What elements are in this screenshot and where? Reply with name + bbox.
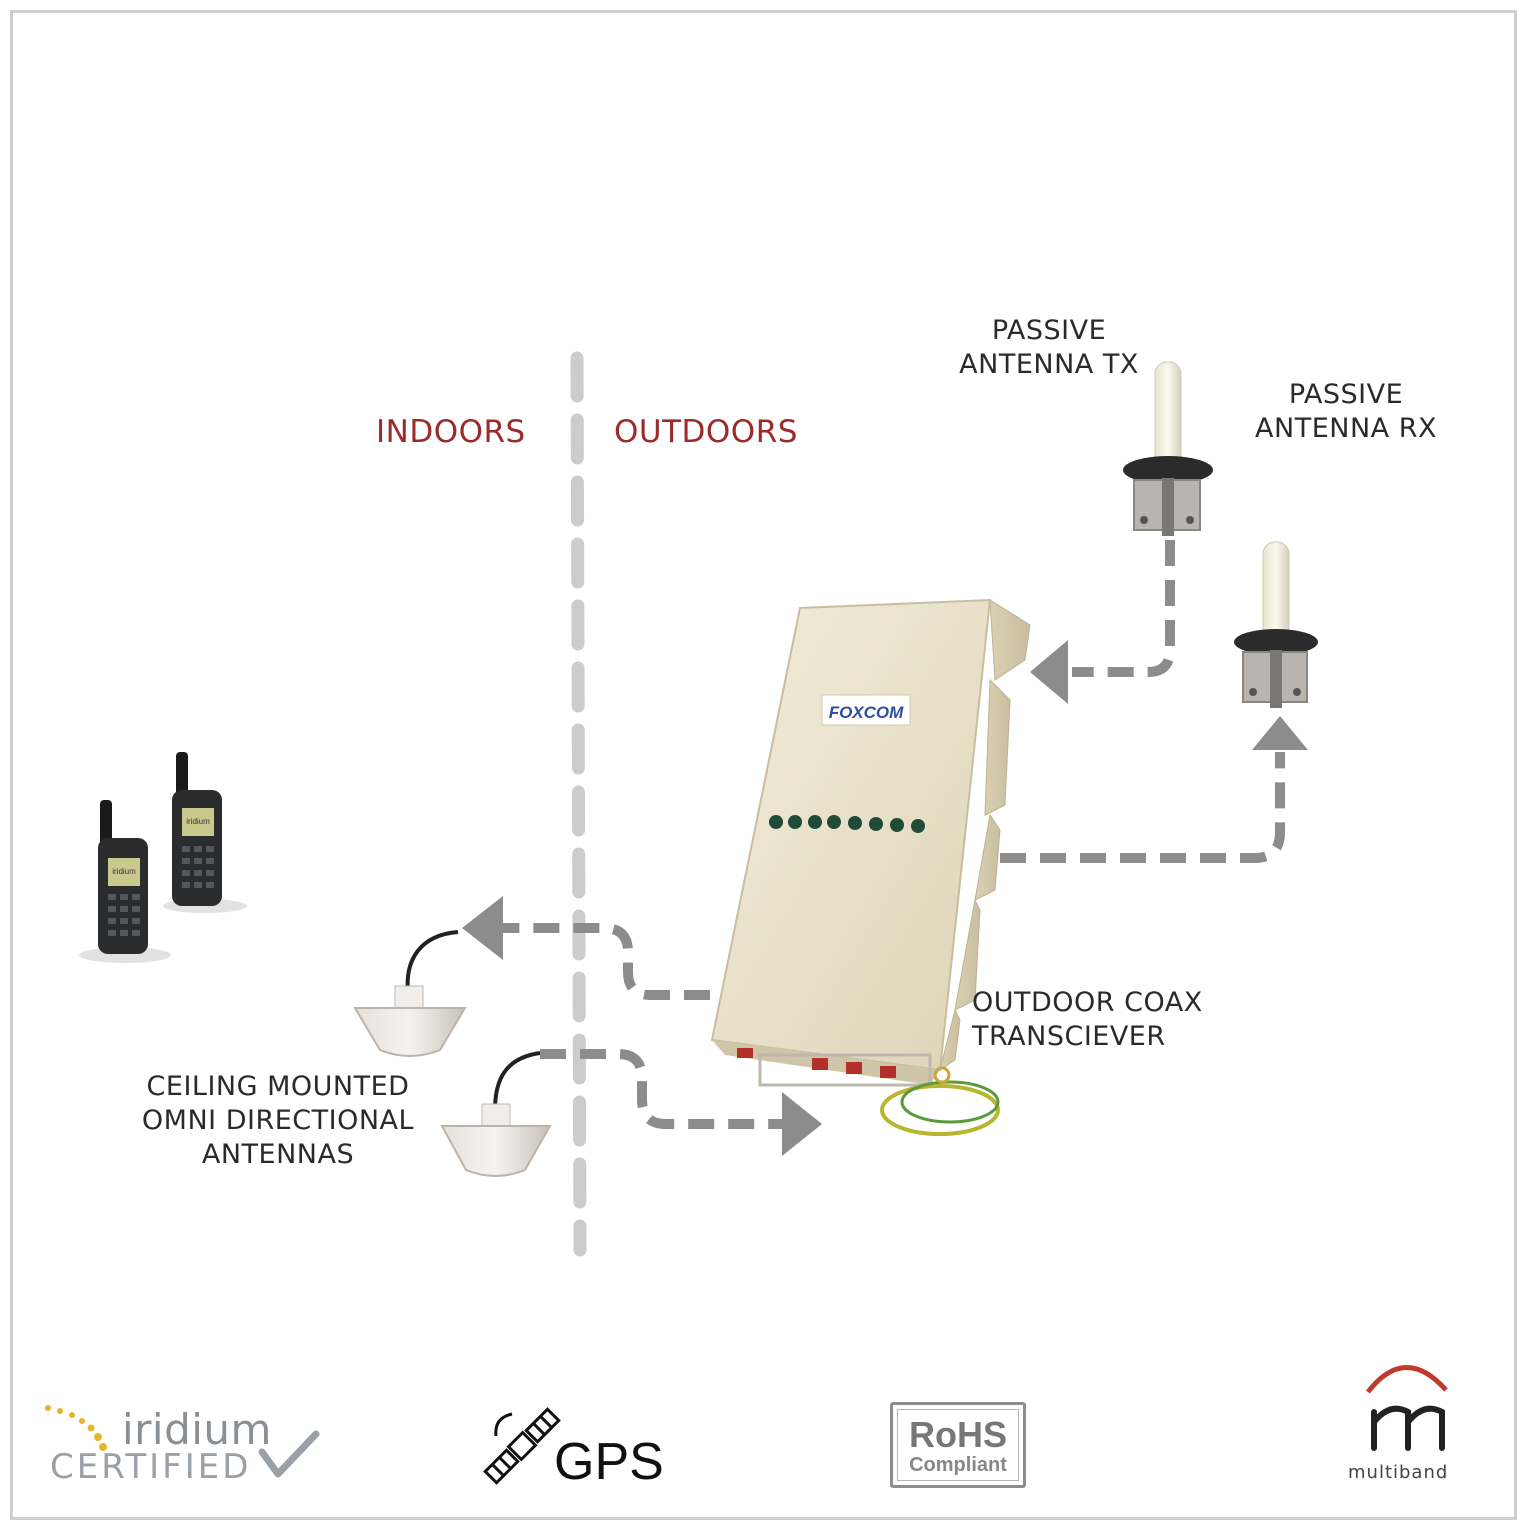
rohs-title: RoHS (909, 1414, 1007, 1455)
coax-transceiver-label: OUTDOOR COAX TRANSCIEVER (972, 986, 1203, 1054)
rx-antenna-label: PASSIVE ANTENNA RX (1248, 378, 1444, 446)
ceiling-antenna-lower (440, 1051, 552, 1177)
phone-brand-back: iridium (186, 817, 210, 826)
ceiling-antenna-upper (353, 930, 467, 1057)
satellite-phone-front: iridium (79, 800, 171, 963)
ceiling-label-line2: OMNI DIRECTIONAL (141, 1105, 415, 1136)
outer-frame (10, 10, 1517, 1520)
arrow-tx-to-transceiver (1030, 540, 1175, 704)
arrow-transceiver-to-rx (1000, 716, 1308, 863)
tx-label-line2: ANTENNA TX (959, 349, 1139, 380)
ceiling-antennas-label: CEILING MOUNTED OMNI DIRECTIONAL ANTENNA… (132, 1070, 424, 1172)
rohs-badge: RoHS Compliant (890, 1402, 1026, 1488)
arrow-transceiver-to-indoor (462, 896, 710, 1000)
phone-brand-front: iridium (112, 867, 136, 876)
transceiver-side (939, 599, 1031, 1072)
tx-antenna-label: PASSIVE ANTENNA TX (954, 314, 1144, 382)
passive-antenna-tx (1123, 361, 1213, 536)
rohs-badge-inner: RoHS Compliant (897, 1409, 1019, 1481)
ceiling-label-line3: ANTENNAS (201, 1139, 355, 1170)
rx-label-line2: ANTENNA RX (1255, 413, 1437, 444)
indoors-label: INDOORS (376, 414, 526, 450)
device-brand: FOXCOM (829, 703, 904, 722)
rohs-subtitle: Compliant (909, 1454, 1007, 1476)
multiband-m-icon (1371, 1405, 1445, 1451)
indoor-outdoor-divider (570, 351, 587, 1257)
dotted-arc-icon (45, 1405, 107, 1451)
coax-label-line1: OUTDOOR COAX (972, 987, 1203, 1018)
multiband-logo-word: multiband (1348, 1462, 1449, 1483)
tx-label-line1: PASSIVE (991, 315, 1107, 346)
passive-antenna-rx (1234, 541, 1318, 708)
coax-label-line2: TRANSCIEVER (972, 1021, 1166, 1052)
satellite-phone-back: iridium (163, 752, 247, 913)
multiband-arc-icon (1366, 1365, 1448, 1394)
iridium-logo-word: iridium (122, 1405, 272, 1454)
ceiling-label-line1: CEILING MOUNTED (146, 1071, 410, 1102)
rx-label-line1: PASSIVE (1288, 379, 1404, 410)
gps-logo-text: GPS (554, 1433, 664, 1491)
checkmark-icon (258, 1430, 320, 1478)
outdoors-label: OUTDOORS (614, 414, 798, 450)
satellite-icon (483, 1407, 561, 1485)
iridium-certified-text: CERTIFIED (50, 1447, 252, 1487)
outdoor-coax-transceiver: FOXCOM (710, 598, 1000, 1136)
arrow-indoor-to-transceiver (540, 1049, 822, 1156)
status-led-row (769, 815, 925, 833)
